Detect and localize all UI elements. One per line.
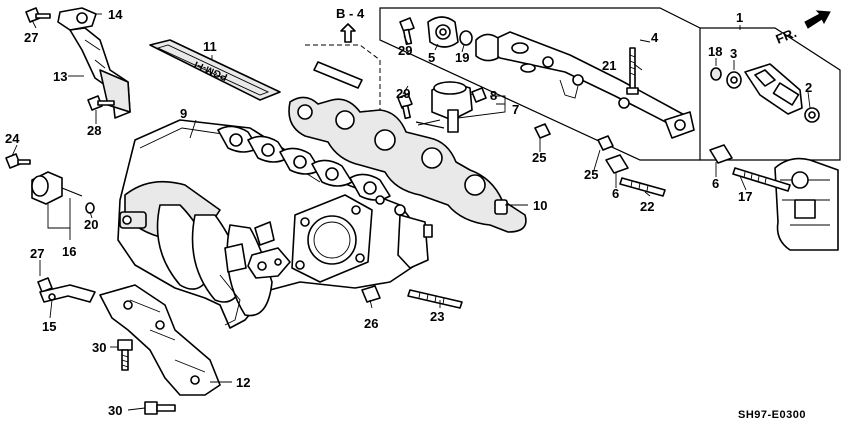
callout-12: 12 <box>236 375 250 390</box>
callout-5: 5 <box>428 50 435 65</box>
manifold-runners <box>217 125 406 216</box>
callout-11: 11 <box>203 39 217 54</box>
callout-7: 7 <box>512 102 519 117</box>
callout-3: 3 <box>730 46 737 61</box>
fuel-rail <box>475 31 695 139</box>
callout-22: 22 <box>640 199 654 214</box>
ref-b4-arrow-icon <box>340 23 356 43</box>
callout-29a: 29 <box>398 43 412 58</box>
pulsation-damper <box>427 16 473 48</box>
callout-24: 24 <box>5 131 20 146</box>
callout-30a: 30 <box>92 340 106 355</box>
fuel-injector <box>710 63 820 123</box>
callout-13: 13 <box>53 69 67 84</box>
nut-26 <box>361 285 381 303</box>
callout-25b: 25 <box>584 167 598 182</box>
intake-manifold <box>117 119 426 329</box>
callout-19: 19 <box>455 50 469 65</box>
callout-4: 4 <box>651 30 659 45</box>
bracket-15 <box>37 277 96 303</box>
callout-27b: 27 <box>30 246 44 261</box>
stud-21 <box>626 47 639 95</box>
callout-1: 1 <box>736 10 743 25</box>
front-direction-label: FR. <box>774 25 799 47</box>
diagram-code: SH97-E0300 <box>738 409 806 421</box>
nut-25 <box>534 123 614 151</box>
callout-6a: 6 <box>612 186 619 201</box>
stud-17 <box>732 167 791 192</box>
bracket-14 <box>25 7 97 31</box>
callout-26: 26 <box>364 316 378 331</box>
throttle-body-flange <box>247 194 433 283</box>
ref-b4-label: B - 4 <box>336 6 365 21</box>
callout-25a: 25 <box>532 150 546 165</box>
stud-22 <box>619 177 666 197</box>
callout-16: 16 <box>62 244 76 259</box>
callout-18: 18 <box>708 44 722 59</box>
callout-30b: 30 <box>108 403 122 418</box>
callout-9: 9 <box>180 106 187 121</box>
callout-27a: 27 <box>24 30 38 45</box>
callout-17: 17 <box>738 189 752 204</box>
air-temp-sensor-16 <box>5 153 95 214</box>
insulator-6 <box>605 144 733 174</box>
bolt-28 <box>87 95 115 111</box>
front-direction-arrow-icon <box>804 10 831 29</box>
pressure-regulator <box>415 81 481 133</box>
bracket-12 <box>99 284 221 396</box>
callout-10: 10 <box>533 198 547 213</box>
callout-numbers: 1 2 3 4 5 6 6 7 8 9 10 11 12 13 14 15 16… <box>5 7 812 418</box>
callout-15: 15 <box>42 319 56 334</box>
callout-6b: 6 <box>712 176 719 191</box>
callout-20: 20 <box>84 217 98 232</box>
bolts-29 <box>397 17 415 120</box>
callout-28: 28 <box>87 123 101 138</box>
cylinder-head-section <box>774 157 839 251</box>
callout-2: 2 <box>805 80 812 95</box>
callout-23: 23 <box>430 309 444 324</box>
stud-23 <box>407 289 463 309</box>
callout-8: 8 <box>490 88 497 103</box>
bolts-30 <box>117 339 176 415</box>
hose-segment <box>313 61 363 89</box>
callout-29b: 29 <box>396 86 410 101</box>
nut-8 <box>471 87 487 103</box>
callout-21: 21 <box>602 58 616 73</box>
leader-lines <box>11 13 811 411</box>
manifold-gasket <box>288 96 527 233</box>
callout-14: 14 <box>108 7 123 22</box>
